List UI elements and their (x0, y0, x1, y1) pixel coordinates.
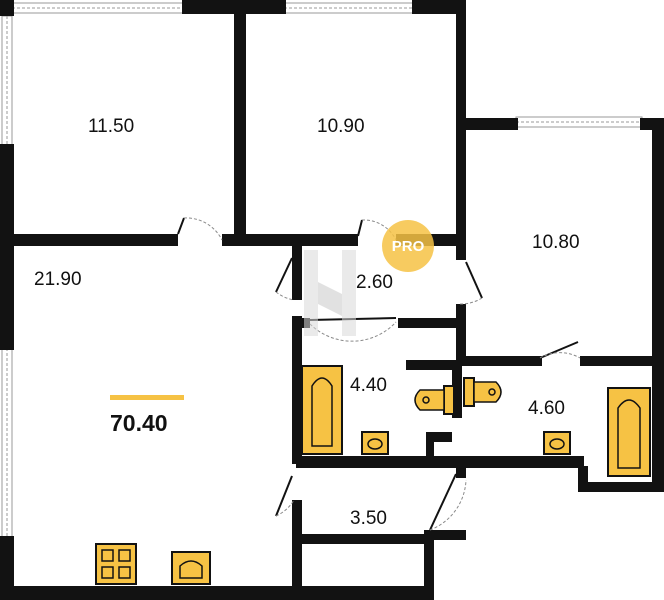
pro-badge: PRO (382, 220, 434, 272)
kitchen-sink (171, 551, 211, 585)
window-top-right (515, 116, 643, 128)
room-labels: 11.50 10.90 10.80 21.90 2.60 4.40 4.60 3… (34, 116, 580, 529)
sink-1 (361, 431, 389, 455)
bathtub-1 (301, 365, 343, 455)
window-left-upper (1, 15, 13, 147)
pro-badge-label: PRO (392, 238, 425, 255)
room-area-living-kitchen: 21.90 (34, 269, 82, 290)
toilet-2 (463, 377, 502, 407)
room-area-bathroom-2: 4.60 (528, 398, 565, 419)
total-area-accent-bar (110, 395, 184, 400)
room-area-hallway: 2.60 (356, 272, 393, 293)
window-top-middle (283, 2, 415, 14)
room-area-bedroom-1: 11.50 (88, 116, 134, 137)
toilet-1 (414, 385, 455, 415)
door-corridor-left (275, 475, 295, 517)
door-corridor-right (429, 473, 467, 531)
door-bedroom-3-bottom (539, 341, 581, 359)
total-area: 70.40 (110, 395, 184, 436)
window-top-left (11, 2, 185, 14)
total-area-value: 70.40 (110, 410, 168, 436)
door-hallway-left (275, 257, 295, 301)
sink-2 (543, 431, 571, 455)
room-area-bedroom-2: 10.90 (317, 116, 365, 137)
doors (177, 217, 581, 531)
door-bedroom-3 (459, 261, 483, 305)
watermark-logo (304, 250, 356, 336)
room-area-bathroom-1: 4.40 (350, 375, 387, 396)
stove (95, 543, 137, 585)
room-area-corridor: 3.50 (350, 508, 387, 529)
bathtub-2 (607, 387, 651, 477)
door-bedroom-1 (177, 217, 223, 241)
room-area-bedroom-3: 10.80 (532, 232, 580, 253)
window-left-lower (1, 347, 13, 539)
